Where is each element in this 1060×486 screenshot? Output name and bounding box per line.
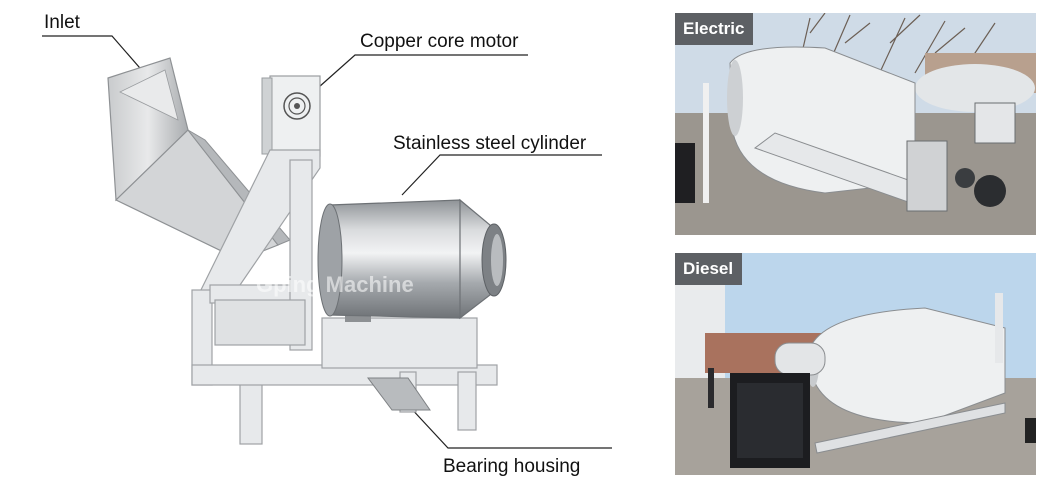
motor-box: [261, 75, 321, 157]
electric-mixer-photo: [675, 13, 1036, 235]
watermark: Gping Machine: [256, 272, 414, 297]
stainless-cylinder: [317, 198, 507, 320]
label-inlet: Inlet: [44, 12, 80, 33]
label-copper-core-motor: Copper core motor: [360, 31, 519, 52]
machine-frame: [191, 149, 498, 445]
diesel-label: Diesel: [675, 253, 743, 285]
diesel-mixer-photo: [675, 253, 1036, 475]
label-bearing-housing: Bearing housing: [443, 456, 581, 477]
mixer-machine-illustration: Gping Machine: [42, 35, 612, 449]
electric-label: Electric: [675, 13, 754, 45]
label-stainless-steel-cylinder: Stainless steel cylinder: [393, 133, 587, 154]
photo-diesel: Diesel: [675, 253, 1036, 475]
machine-diagram: Gping Machine Inlet Copper core motor St…: [42, 12, 612, 477]
callout-lines: [42, 35, 612, 449]
photo-electric: Electric: [675, 13, 1036, 235]
